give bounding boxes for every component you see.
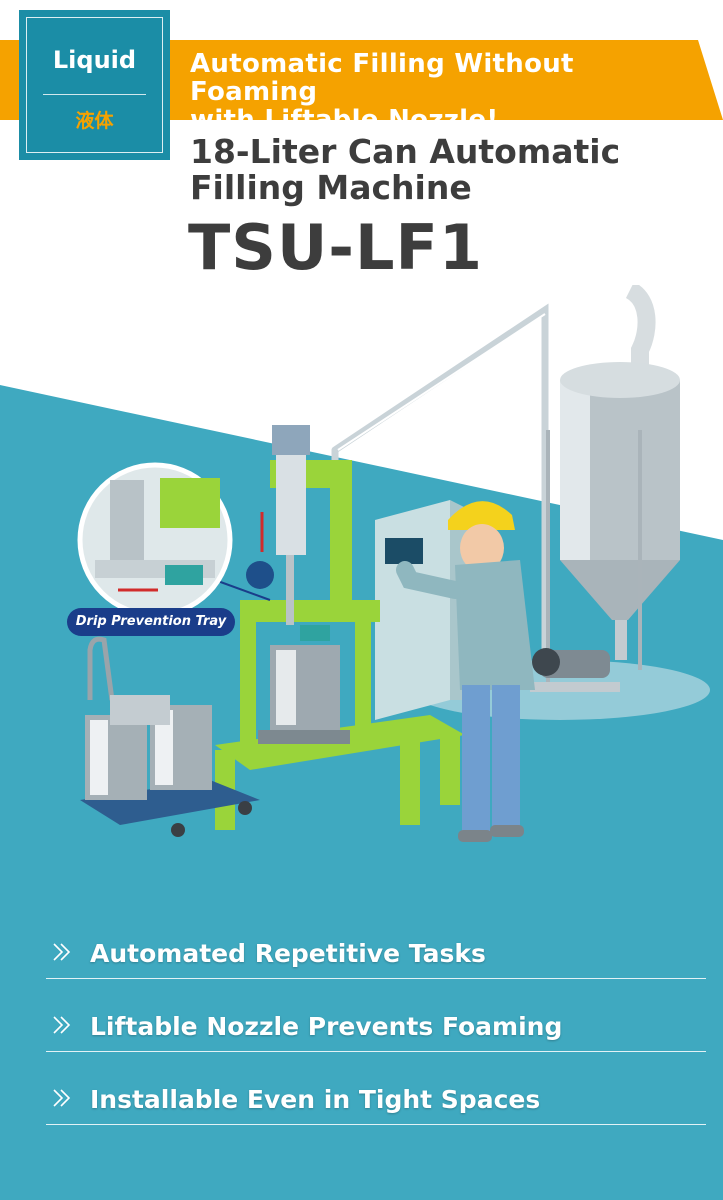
headline-line-2: with Liftable Nozzle! bbox=[190, 105, 499, 135]
headline-banner bbox=[0, 40, 723, 120]
can-cart bbox=[80, 636, 260, 837]
feature-item: Automated Repetitive Tasks bbox=[46, 930, 706, 979]
feature-label: Automated Repetitive Tasks bbox=[90, 939, 486, 968]
filling-machine-illustration bbox=[77, 285, 710, 842]
storage-tank bbox=[546, 285, 680, 690]
headline-line-1: Automatic Filling Without Foaming bbox=[190, 49, 574, 107]
category-label-en: Liquid bbox=[52, 46, 137, 74]
drip-tray-callout bbox=[77, 462, 233, 618]
headline-text: Automatic Filling Without Foaming with L… bbox=[190, 50, 710, 134]
double-chevron-right-icon bbox=[53, 1089, 71, 1107]
double-chevron-right-icon bbox=[53, 1016, 71, 1034]
control-cabinet bbox=[375, 500, 470, 720]
product-subtitle: 18-Liter Can Automatic Filling Machine bbox=[190, 134, 710, 206]
drip-tray-label: Drip Prevention Tray bbox=[67, 608, 235, 636]
nozzle-assembly bbox=[246, 425, 310, 625]
badge-divider bbox=[43, 94, 146, 95]
operator-figure bbox=[396, 501, 535, 842]
category-badge: Liquid 液体 bbox=[19, 10, 170, 160]
feature-label: Liftable Nozzle Prevents Foaming bbox=[90, 1012, 563, 1041]
feature-label: Installable Even in Tight Spaces bbox=[90, 1085, 541, 1114]
model-name: TSU-LF1 bbox=[188, 211, 484, 284]
subtitle-line-2: Filling Machine bbox=[190, 168, 472, 207]
feature-item: Installable Even in Tight Spaces bbox=[46, 1076, 706, 1125]
can-on-scale bbox=[258, 625, 350, 744]
double-chevron-right-icon bbox=[53, 943, 71, 961]
feature-item: Liftable Nozzle Prevents Foaming bbox=[46, 1003, 706, 1052]
subtitle-line-1: 18-Liter Can Automatic bbox=[190, 132, 621, 171]
feature-list: Automated Repetitive Tasks Liftable Nozz… bbox=[46, 930, 706, 1149]
pump bbox=[530, 648, 620, 692]
category-label-ja: 液体 bbox=[75, 110, 114, 132]
